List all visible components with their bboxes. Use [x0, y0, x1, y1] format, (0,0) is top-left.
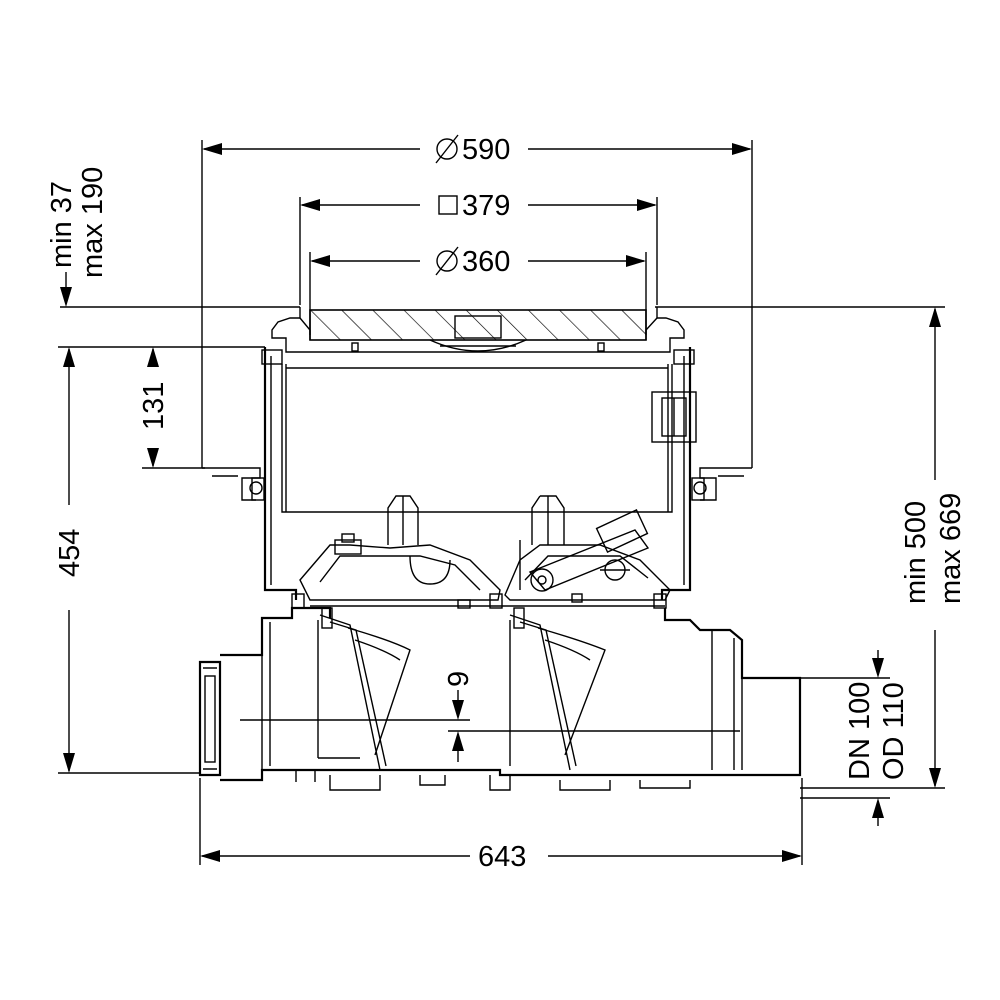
diameter-icon	[435, 246, 459, 276]
total-height-max-label: max 669	[935, 493, 967, 604]
dimension-131-label: 131	[138, 382, 170, 430]
height-adjust-min-label: min 37	[46, 181, 78, 268]
dimension-360-label: 360	[462, 246, 510, 278]
height-adjust-max-label: max 190	[77, 167, 109, 278]
dimension-379: 379	[299, 190, 658, 305]
dimension-590: 590	[201, 134, 753, 468]
diameter-icon	[435, 134, 459, 164]
upper-shaft	[261, 347, 697, 600]
dimension-131: 131	[138, 346, 265, 469]
pipe-dn-label: DN 100	[844, 682, 876, 780]
total-height-min-label: min 500	[900, 501, 932, 604]
flange-collar	[202, 467, 752, 501]
cover-plate	[271, 307, 685, 353]
pipe-od-label: OD 110	[878, 682, 910, 780]
dimension-height-adjust: min 37 max 190	[46, 167, 300, 308]
dimension-offset-9: 9	[240, 671, 740, 762]
valve-mechanism	[299, 495, 671, 609]
dimension-9-label: 9	[443, 671, 475, 687]
dimension-pipe: DN 100 OD 110	[800, 650, 910, 826]
dimension-590-label: 590	[462, 134, 510, 166]
dimension-643-label: 643	[478, 841, 526, 873]
square-icon	[438, 195, 458, 215]
dimension-454-label: 454	[54, 529, 86, 577]
dimension-total-height: min 500 max 669	[800, 307, 967, 789]
lower-pipe-body	[198, 593, 802, 791]
dimension-643: 643	[199, 778, 803, 873]
dimension-379-label: 379	[462, 190, 510, 222]
dimension-454: 454	[54, 346, 200, 774]
